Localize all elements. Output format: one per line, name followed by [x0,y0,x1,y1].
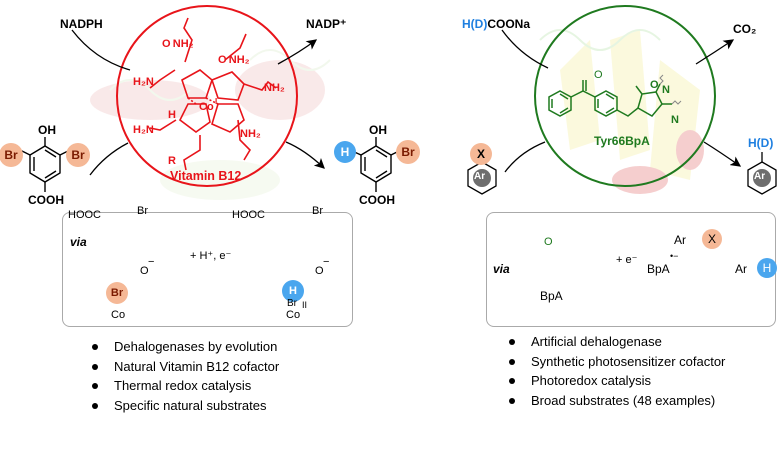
b12-cofactor-label: Vitamin B12 [170,169,242,183]
co2-label: CO₂ [733,22,757,36]
aryl-halide-ring-ar: Ar [474,171,486,182]
substrate-br-left: Br [0,143,23,167]
substrate-arrow [89,142,129,176]
formate-suffix: COONa [487,17,531,31]
bpa-feature-list: Artificial dehalogenase Synthetic photos… [505,332,725,410]
nadph-arrow [71,29,131,71]
arene-product-arrow [703,141,742,167]
mech-product-hooc: HOOC [232,209,265,221]
nadph-label: NADPH [60,17,103,31]
b12-feature-item: Thermal redox catalysis [88,376,279,396]
bpa-mechanism-box [486,212,776,327]
mech-product-o: O [315,265,324,277]
substrate-cooh: COOH [28,193,64,207]
substrate-oh: OH [38,123,56,137]
arx-x: X [702,229,722,249]
vitamin-b12-structure [149,17,277,171]
bpa-radical-anion: BpA [647,262,670,276]
tyr66bpa-structure [548,80,672,117]
b12-cofactor-circle [116,5,298,187]
b12-feature-item: Natural Vitamin B12 cofactor [88,357,279,377]
b12-enzyme-background [90,49,331,200]
bpa-carbonyl-o: O [594,69,603,81]
formate-label: H(D)COONa [462,17,530,31]
product-arrow [285,141,325,169]
b12-amide-5: H₂N [133,124,154,136]
mech-reactant-br: Br [137,205,148,217]
product-h-highlight: H [334,141,356,163]
mech-reactant-o: O [140,265,149,277]
bpa-feature-item: Photoredox catalysis [505,371,725,391]
product-cooh: COOH [359,193,395,207]
substrate-br-right: Br [66,143,90,167]
b12-amide-4: H₂N [133,76,154,88]
product-br: Br [396,140,420,164]
bpa-radical-sign: •− [670,251,679,261]
mech-product-charge: − [323,256,330,268]
co2-arrow [695,39,735,65]
arene-product [747,152,777,195]
b12-amide-3: NH₂ [264,82,285,94]
arene-ring-ar: Ar [754,171,766,182]
b12-r-group: R [168,155,176,167]
mech-product-co-oxidation: II [302,300,308,310]
b12-feature-item: Dehalogenases by evolution [88,337,279,357]
b12-amide-1: O NH₂ [162,38,194,50]
bpa-via-label: via [493,262,510,276]
aryl-halide-x: X [470,143,492,165]
bromophenol-product [349,137,402,192]
mech-reactant-co: Co [111,309,126,321]
b12-cobalt: Co [199,101,214,113]
formate-arrow [501,29,549,69]
mech-arrow-label: + H⁺, e⁻ [190,250,232,262]
bpa-cofactor-label: Tyr66BpA [594,134,650,148]
mech-reactant-br-bound: Br [106,282,128,304]
mech-product-co: Co [286,309,301,321]
bpa-feature-item: Synthetic photosensitizer cofactor [505,352,725,372]
b12-amide-6: NH₂ [240,128,261,140]
nadp-label: NADP⁺ [306,17,347,31]
bpa-cofactor-circle [534,5,716,187]
nadp-arrow [277,39,318,65]
bpa-feature-item: Broad substrates (48 examples) [505,391,725,411]
bpa-feature-item: Artificial dehalogenase [505,332,725,352]
mech-reactant-hooc: HOOC [68,209,101,221]
arx-ar: Ar [674,233,686,247]
formate-hd-prefix: H(D) [462,17,488,31]
b12-feature-list: Dehalogenases by evolution Natural Vitam… [88,337,279,415]
imidazolone-o: O [650,79,659,91]
imidazolone-n1: N [662,84,670,96]
imidazolone-n2: N [671,114,679,126]
mech-product-h: H [282,280,304,302]
mech-product-br-bound: Br [287,298,297,309]
bpa-carbonyl-o-small: O [544,236,553,248]
mech-reactant-charge: − [148,256,155,268]
aryl-halide-arrow [504,141,546,173]
product-h-bubble: H [757,258,777,278]
b12-cobalt-oxidation: I [215,97,218,106]
electron-transfer-label: + e⁻ [616,254,638,266]
dibromophenol-substrate [19,137,71,192]
b12-feature-item: Specific natural substrates [88,396,279,416]
bpa-name-label: BpA [540,289,563,303]
b12-amide-2: O NH₂ [218,54,250,66]
mech-product-br: Br [312,205,323,217]
gfp-enzyme-background [539,29,704,194]
b12-via-label: via [70,235,87,249]
product-oh: OH [369,123,387,137]
arene-hd-label: H(D) [748,136,774,150]
b12-mechanism-box [62,212,353,327]
b12-hydrogen: H [168,109,176,121]
product-ar: Ar [735,262,747,276]
